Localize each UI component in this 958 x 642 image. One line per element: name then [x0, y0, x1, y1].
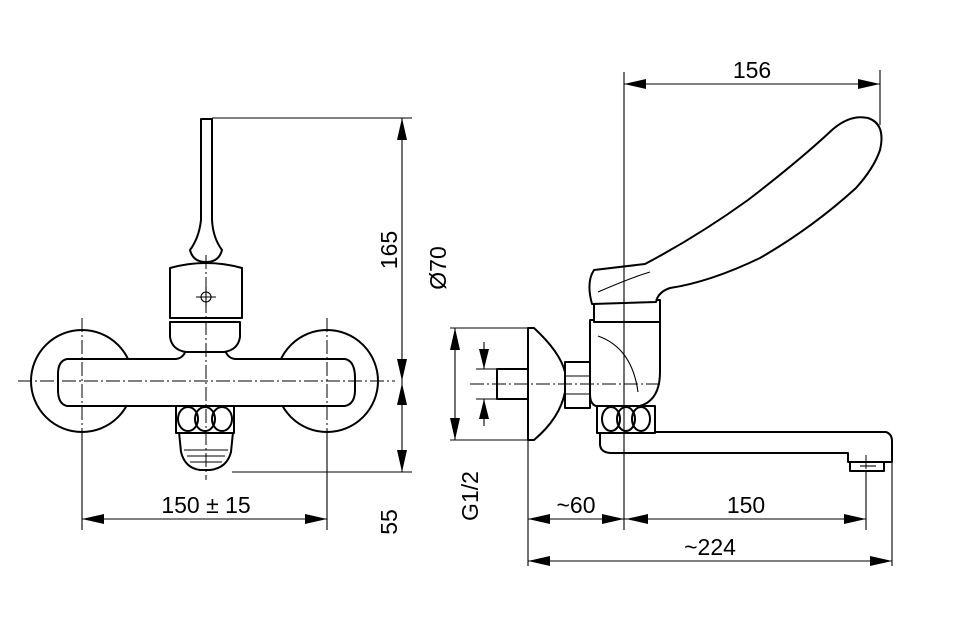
- dimension-height-lower: 55: [376, 381, 407, 535]
- dimension-spout-offset: ~60: [528, 492, 624, 524]
- spout-offset-label: ~60: [556, 492, 595, 518]
- side-lever-handle: [588, 116, 883, 305]
- front-spout-nozzle: [178, 431, 234, 471]
- flange-diameter-label: Ø70: [425, 246, 451, 289]
- front-view: [18, 117, 412, 530]
- thread-label: G1/2: [457, 471, 483, 521]
- side-hex-nut: [564, 361, 591, 409]
- width-front-label: 150 ± 15: [161, 492, 250, 518]
- spout-reach-label: 150: [727, 492, 765, 518]
- dimension-lever-length: 156: [624, 57, 880, 89]
- side-center-lines: [470, 72, 867, 530]
- front-outlet-ring: [175, 405, 235, 434]
- dimension-flange-diameter: Ø70: [425, 246, 460, 440]
- height-total-label: 165: [376, 231, 402, 269]
- dimension-spout-reach: 150: [624, 492, 866, 524]
- side-view: [450, 70, 893, 566]
- lever-length-label: 156: [733, 57, 771, 83]
- dimension-total-depth: ~224: [528, 534, 892, 566]
- dimension-thread: G1/2: [457, 342, 489, 521]
- side-spout: [599, 431, 893, 463]
- front-center-lines: [18, 255, 395, 480]
- total-depth-label: ~224: [684, 534, 736, 560]
- side-outlet-ring: [596, 405, 656, 434]
- height-lower-label: 55: [376, 509, 402, 535]
- dimension-width-front: 150 ± 15: [82, 492, 327, 524]
- front-lever-handle: [189, 118, 223, 263]
- side-valve-body: [589, 319, 661, 407]
- front-valve-cylinder: [169, 321, 241, 353]
- dimension-height-total: 165: [376, 118, 407, 381]
